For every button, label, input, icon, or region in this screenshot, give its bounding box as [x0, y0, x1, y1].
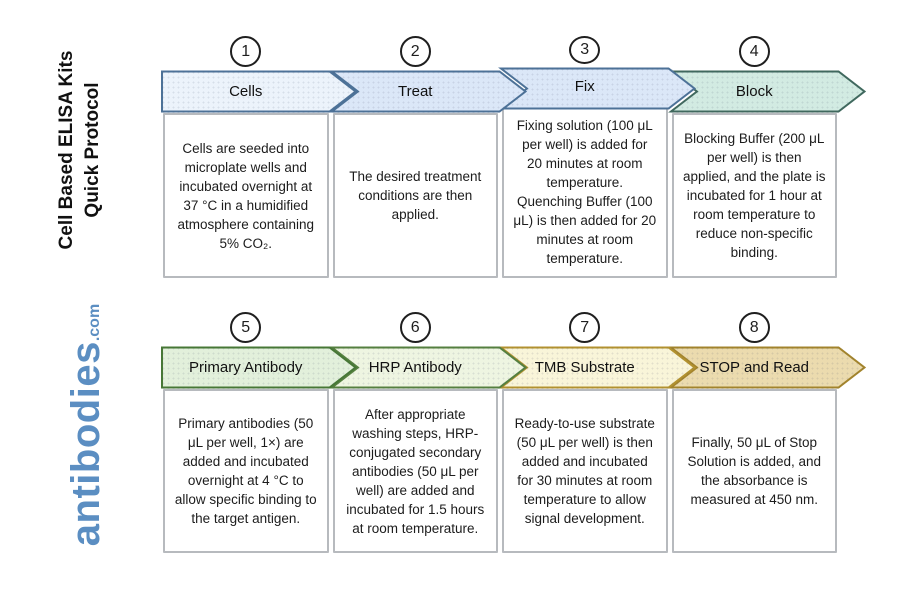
- step-column-5: 5 Primary Antibody Primary antibodies (5…: [161, 312, 358, 553]
- step-title: Cells: [229, 83, 263, 100]
- step-description-box: Blocking Buffer (200 μL per well) is the…: [671, 113, 837, 278]
- step-description: The desired treatment conditions are the…: [349, 169, 482, 222]
- step-number-badge: 6: [399, 312, 431, 343]
- step-description: Finally, 50 μL of Stop Solution is added…: [687, 435, 822, 507]
- page-title: Cell Based ELISA Kits Quick Protocol: [54, 25, 108, 275]
- step-description-box: After appropriate washing steps, HRP-con…: [332, 389, 498, 553]
- step-description-box: Fixing solution (100 μL per well) is add…: [502, 106, 668, 278]
- step-number-badge: 4: [738, 36, 770, 67]
- arrow-shape: [498, 67, 697, 110]
- flow-row-top: 1 Cells Cells are seeded into microplate…: [161, 36, 866, 278]
- step-description-box: The desired treatment conditions are the…: [332, 113, 498, 278]
- brand-logo-word: antibodies: [64, 341, 108, 547]
- step-description: After appropriate washing steps, HRP-con…: [346, 406, 485, 536]
- step-title: Primary Antibody: [189, 359, 303, 376]
- step-column-3: 3 Fix Fixing solution (100 μL per well) …: [498, 36, 697, 278]
- brand-logo-suffix: .com: [86, 303, 103, 342]
- step-description: Cells are seeded into microplate wells a…: [177, 140, 315, 251]
- step-number-badge: 5: [230, 312, 262, 343]
- arrow-shape: [161, 346, 358, 389]
- page-title-line1: Cell Based ELISA Kits: [56, 50, 77, 250]
- step-title: Treat: [398, 83, 433, 100]
- page-title-line2: Quick Protocol: [82, 82, 103, 218]
- step-description: Blocking Buffer (200 μL per well) is the…: [682, 131, 826, 260]
- step-description-box: Ready-to-use substrate (50 μL per well) …: [502, 389, 668, 553]
- step-title: STOP and Read: [699, 359, 810, 376]
- step-description: Fixing solution (100 μL per well) is add…: [513, 118, 657, 266]
- step-description-box: Cells are seeded into microplate wells a…: [163, 113, 329, 278]
- arrow-shape: [161, 70, 358, 113]
- step-number-badge: 3: [569, 36, 601, 65]
- arrow-shape: [498, 346, 697, 389]
- step-number-badge: 7: [569, 312, 601, 343]
- step-title: TMB Substrate: [534, 359, 635, 376]
- flow-row-bottom: 5 Primary Antibody Primary antibodies (5…: [161, 312, 866, 553]
- arrow-shape: [667, 70, 866, 113]
- step-description-box: Finally, 50 μL of Stop Solution is added…: [671, 389, 837, 553]
- step-number-badge: 8: [738, 312, 770, 343]
- step-description-box: Primary antibodies (50 μL per well, 1×) …: [163, 389, 329, 553]
- step-column-7: 7 TMB Substrate Ready-to-use substrate (…: [498, 312, 697, 553]
- arrow-shape: [328, 70, 527, 113]
- step-arrow-header: Primary Antibody: [161, 346, 358, 389]
- step-column-1: 1 Cells Cells are seeded into microplate…: [161, 36, 358, 278]
- brand-logo: antibodies.com: [64, 280, 116, 570]
- step-title: Block: [735, 83, 773, 100]
- step-description: Ready-to-use substrate (50 μL per well) …: [514, 416, 655, 526]
- arrow-shape: [328, 346, 527, 389]
- step-title: Fix: [574, 78, 595, 96]
- arrow-shape: [667, 346, 866, 389]
- step-description: Primary antibodies (50 μL per well, 1×) …: [174, 416, 317, 526]
- protocol-flow: 1 Cells Cells are seeded into microplate…: [161, 0, 866, 594]
- step-number-badge: 1: [230, 36, 262, 67]
- step-arrow-header: Cells: [161, 70, 358, 113]
- step-number-badge: 2: [399, 36, 431, 67]
- step-title: HRP Antibody: [368, 359, 462, 376]
